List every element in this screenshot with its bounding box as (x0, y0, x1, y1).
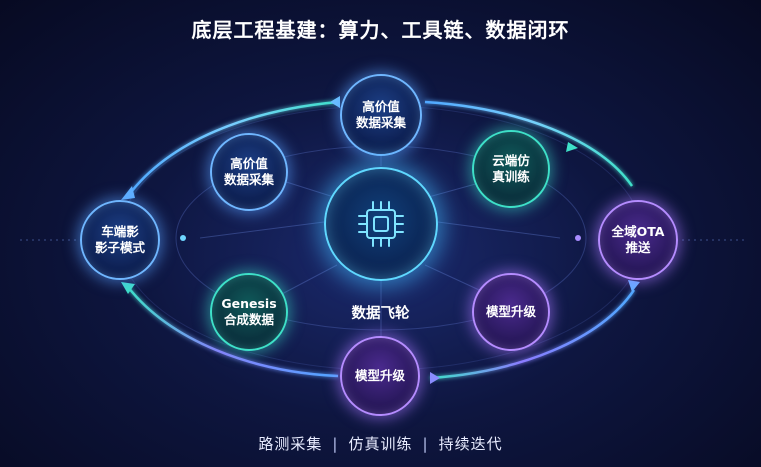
bottom-left-arc (127, 286, 339, 378)
footer-item-road-test: 路测采集 (258, 435, 323, 453)
node-inner-top-left-data-collection: 高价值 数据采集 (210, 133, 288, 211)
node-right-line1: 全域OTA (611, 224, 665, 239)
node-itr-line2: 真训练 (492, 169, 530, 184)
node-inner-top-right-cloud-sim: 云端仿 真训练 (472, 130, 550, 208)
node-itl-line2: 数据采集 (223, 172, 274, 187)
node-right-line2: 推送 (625, 240, 651, 255)
node-left-shadow-mode: 车端影 影子模式 (80, 200, 160, 280)
node-itr-line1: 云端仿 (492, 153, 530, 168)
arrow-left-top (121, 186, 135, 200)
center-hub (324, 167, 438, 281)
node-left-line2: 影子模式 (94, 240, 145, 255)
footer-tagline: 路测采集 | 仿真训练 | 持续迭代 (0, 433, 761, 454)
node-inner-bottom-left-genesis: Genesis 合成数据 (210, 273, 288, 351)
top-right-arc (424, 100, 634, 187)
node-ibl-line1: Genesis (221, 296, 277, 311)
node-bottom-line1: 模型升级 (354, 368, 405, 383)
node-ibr-line1: 模型升级 (485, 304, 536, 319)
node-right-ota-push: 全域OTA 推送 (598, 200, 678, 280)
chip-icon (358, 201, 404, 247)
arrow-right-bottom (628, 280, 640, 292)
node-itl-line1: 高价值 (230, 156, 268, 171)
page-title: 底层工程基建：算力、工具链、数据闭环 (191, 18, 570, 42)
node-bottom-model-upgrade: 模型升级 (340, 336, 420, 416)
arrow-top-mid (330, 96, 340, 108)
node-inner-bottom-right-model-upgrade: 模型升级 (472, 273, 550, 351)
node-ibl-line2: 合成数据 (223, 312, 274, 327)
node-top-line1: 高价值 (362, 99, 400, 114)
arrow-left-bottom (121, 282, 135, 294)
node-top-line2: 数据采集 (355, 115, 406, 130)
arrow-bottom-mid (430, 372, 440, 384)
arrow-top-right (566, 142, 578, 152)
top-left-arc (127, 100, 339, 197)
center-label: 数据飞轮 (351, 306, 410, 322)
orbit-dot-left (180, 235, 186, 241)
node-top-data-collection: 高价值 数据采集 (340, 74, 422, 156)
orbit-dot-right (575, 235, 581, 241)
footer-separator: | (422, 435, 429, 453)
footer-item-iteration: 持续迭代 (438, 435, 503, 453)
footer-separator: | (332, 435, 339, 453)
footer-item-sim-training: 仿真训练 (348, 435, 413, 453)
node-left-line1: 车端影 (101, 224, 139, 239)
bottom-right-arc (429, 289, 636, 380)
